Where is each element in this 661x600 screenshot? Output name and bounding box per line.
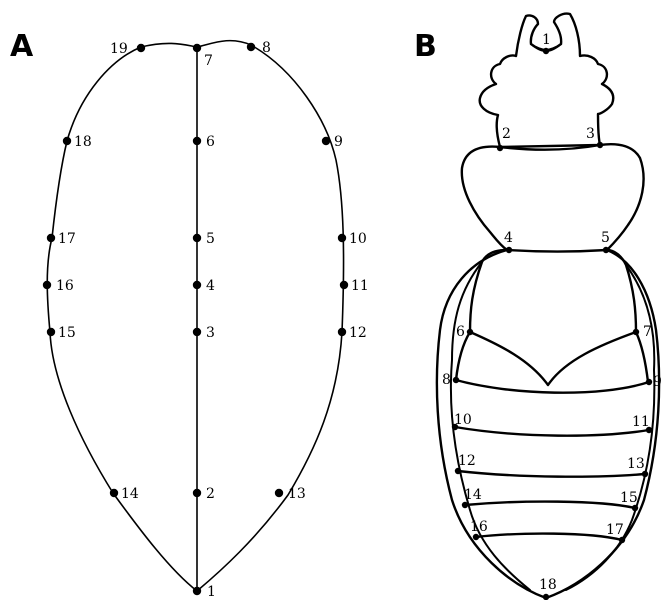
landmark-label: 8 — [442, 372, 451, 388]
panel-a-letter: A — [10, 29, 34, 64]
landmark-label: 11 — [351, 278, 369, 294]
segment-line — [455, 427, 649, 436]
landmark-dot — [340, 281, 348, 289]
landmark-label: 14 — [121, 486, 139, 502]
landmark-label: 17 — [58, 231, 76, 247]
segment-line — [456, 380, 649, 393]
landmark-label: 18 — [539, 577, 557, 593]
landmark-dot — [633, 329, 639, 335]
landmark-dot — [247, 43, 255, 51]
landmark-dot — [137, 44, 145, 52]
landmark-label: 6 — [206, 134, 215, 150]
landmark-label: 2 — [502, 126, 511, 142]
landmark-label: 18 — [74, 134, 92, 150]
landmark-label: 15 — [620, 490, 638, 506]
landmark-dot — [193, 587, 201, 595]
landmark-dot — [193, 44, 201, 52]
landmark-label: 13 — [288, 486, 306, 502]
landmark-dot — [43, 281, 51, 289]
landmark-label: 1 — [542, 32, 551, 48]
landmark-dots-b — [452, 48, 652, 600]
landmark-label: 17 — [606, 522, 624, 538]
landmark-dot — [543, 594, 549, 600]
landmark-dot — [63, 137, 71, 145]
landmark-dot — [597, 142, 603, 148]
thorax-outline — [470, 250, 636, 385]
landmark-dot — [193, 281, 201, 289]
landmark-label: 8 — [262, 40, 271, 56]
landmark-dot — [193, 234, 201, 242]
panel-b: B — [414, 14, 661, 600]
landmark-label: 9 — [334, 134, 343, 150]
landmark-dot — [543, 48, 549, 54]
landmark-label: 11 — [632, 414, 650, 430]
landmark-dot — [506, 247, 512, 253]
landmark-dot — [110, 489, 118, 497]
landmark-dot — [193, 489, 201, 497]
landmark-dots-a — [43, 43, 348, 595]
landmark-label: 5 — [206, 231, 215, 247]
landmark-dot — [646, 379, 652, 385]
landmark-dot — [497, 145, 503, 151]
segment-line — [476, 534, 622, 540]
elytron-outline — [47, 41, 343, 591]
landmark-label: 19 — [110, 41, 128, 57]
landmark-dot — [275, 489, 283, 497]
pronotum-outline — [462, 144, 644, 251]
landmark-label: 7 — [204, 53, 213, 69]
segment-line — [458, 471, 645, 477]
landmark-label: 4 — [206, 278, 215, 294]
landmark-label: 12 — [349, 325, 367, 341]
landmark-dot — [47, 234, 55, 242]
landmark-label: 5 — [601, 230, 610, 246]
landmark-label: 13 — [627, 456, 645, 472]
landmark-label: 15 — [58, 325, 76, 341]
landmark-label: 10 — [454, 412, 472, 428]
landmark-label: 12 — [458, 453, 476, 469]
landmark-dot — [47, 328, 55, 336]
landmark-dot — [338, 328, 346, 336]
landmark-dot — [193, 328, 201, 336]
landmark-label: 6 — [456, 324, 465, 340]
landmark-labels-a: 1 2 3 4 5 6 7 8 9 10 11 12 13 14 15 16 1… — [56, 40, 369, 600]
landmark-label: 10 — [349, 231, 367, 247]
landmark-label: 14 — [464, 487, 482, 503]
landmark-label: 4 — [504, 230, 513, 246]
landmark-label: 1 — [207, 584, 216, 600]
landmark-dot — [193, 137, 201, 145]
landmark-label: 16 — [470, 519, 488, 535]
landmark-label: 7 — [643, 324, 652, 340]
segment-line — [465, 502, 635, 508]
landmark-dot — [603, 247, 609, 253]
landmark-label: 3 — [206, 325, 215, 341]
landmark-label: 3 — [586, 126, 595, 142]
landmark-dot — [467, 329, 473, 335]
landmark-label: 9 — [653, 374, 661, 390]
landmark-dot — [338, 234, 346, 242]
landmark-dot — [453, 377, 459, 383]
panel-a: A 1 2 — [10, 29, 369, 600]
panel-b-letter: B — [414, 29, 437, 64]
landmark-labels-b: 1 2 3 4 5 6 7 8 9 10 11 12 13 14 15 16 1… — [442, 32, 661, 593]
landmark-label: 16 — [56, 278, 74, 294]
landmark-label: 2 — [206, 486, 215, 502]
landmark-dot — [322, 137, 330, 145]
